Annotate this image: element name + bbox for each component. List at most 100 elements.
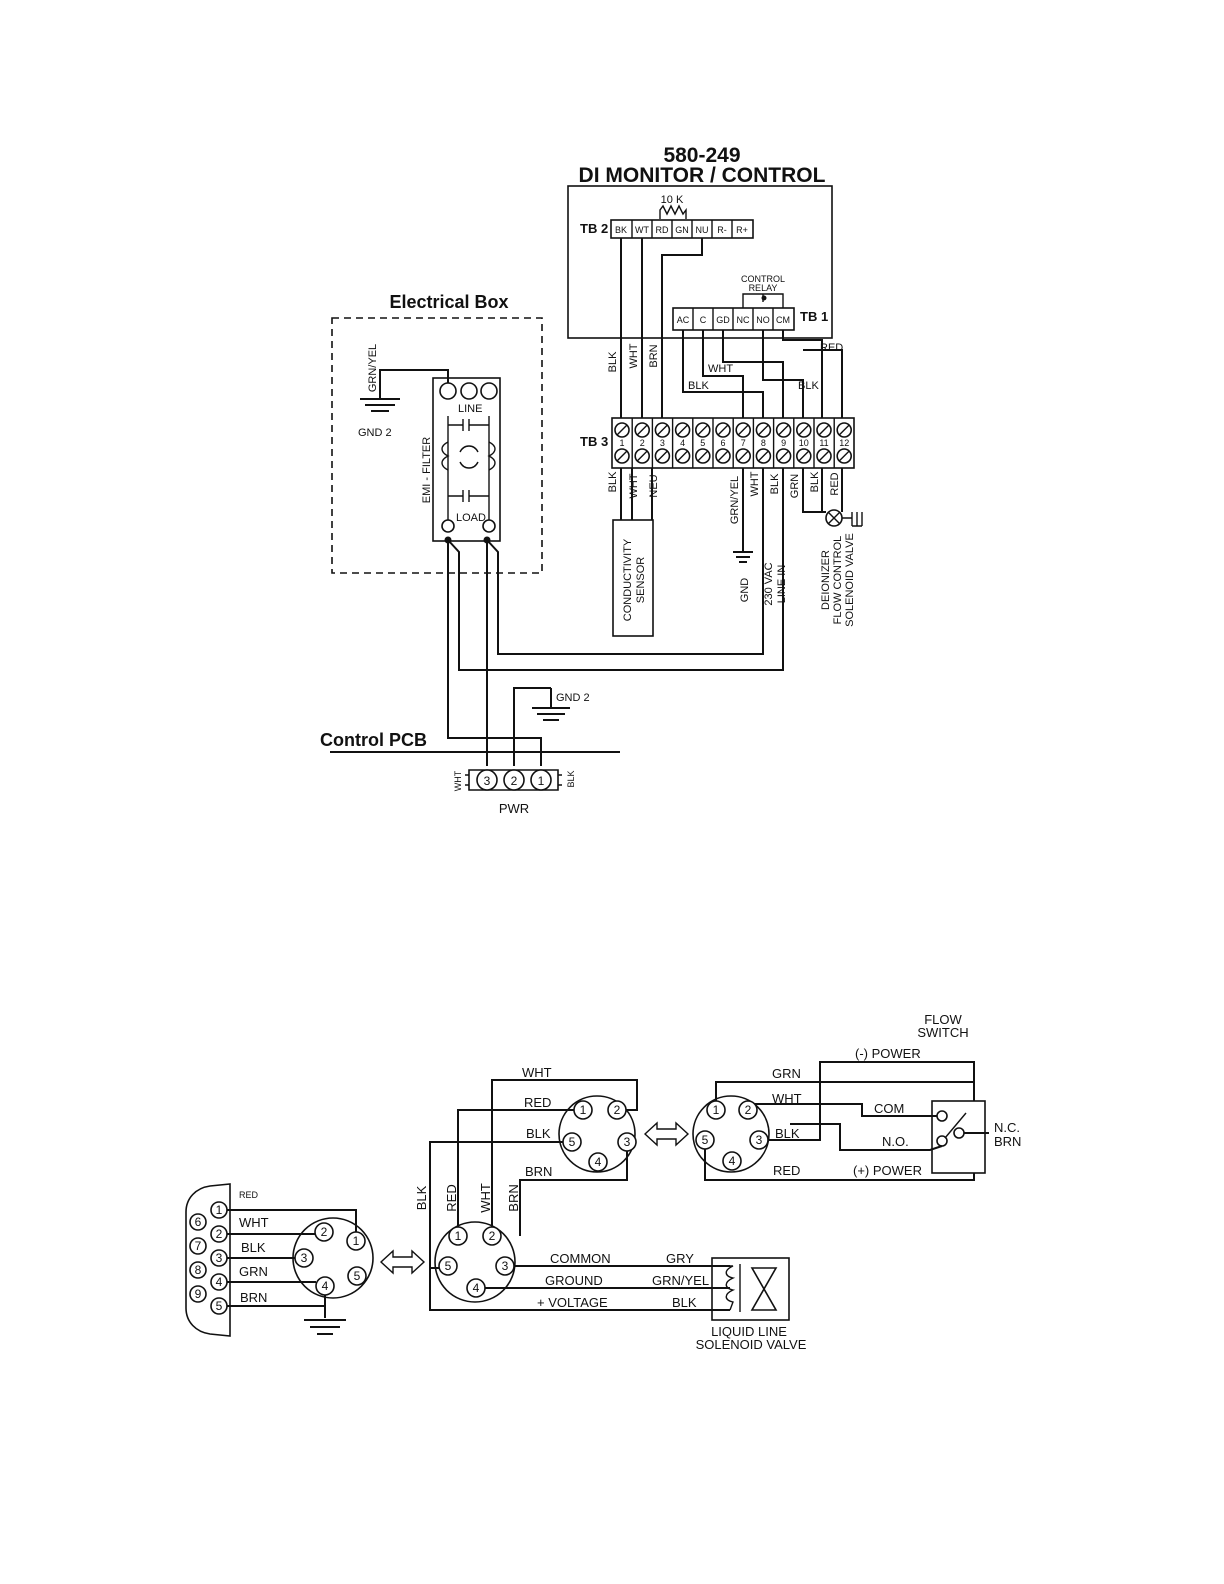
wire-label-blk: BLK — [688, 380, 709, 392]
emi-filter-circuit — [441, 416, 496, 530]
ground-symbol — [304, 1319, 346, 1335]
a-pin: 2 — [614, 1103, 621, 1117]
b-pin: 4 — [729, 1154, 736, 1168]
ground-wire — [379, 369, 449, 398]
nc-label: N.C. — [994, 1120, 1020, 1135]
emi-line-label: LINE — [458, 403, 482, 415]
tb3-terminal: 2 — [640, 438, 645, 448]
valve-label: SOLENOID VALVE — [844, 533, 856, 627]
tb3-lower-wires — [620, 468, 843, 620]
tb3-terminal: 10 — [799, 438, 809, 448]
no-label: N.O. — [882, 1134, 909, 1149]
tb3-screw-slot — [778, 424, 790, 436]
tb3-screw-slot — [656, 450, 668, 462]
pwr-pin: 2 — [511, 774, 518, 788]
tb3-screw-slot — [818, 424, 830, 436]
wire-label-red: RED — [820, 342, 843, 354]
c-pin: 1 — [353, 1234, 360, 1248]
pwr-pin: 1 — [538, 774, 545, 788]
ground-symbol — [532, 688, 570, 721]
wire-label-wht: WHT — [749, 471, 761, 496]
a-wht-label: WHT — [522, 1065, 552, 1080]
tb1-terminal: NC — [737, 315, 750, 325]
relay-label: CONTROL — [741, 274, 785, 284]
tb1-terminal: AC — [677, 315, 690, 325]
bottom-wiring-diagram: FLOW SWITCH N.C. BRN (-) POWER GRN WHT C… — [185, 1012, 1021, 1352]
valve-wires — [429, 1265, 730, 1311]
a-pin: 4 — [595, 1155, 602, 1169]
switch-arm — [944, 1112, 967, 1139]
emi-terminal — [439, 382, 457, 400]
b-blk-label: BLK — [775, 1126, 800, 1141]
tb1-terminal: NO — [756, 315, 770, 325]
tb3-screw-slot — [757, 424, 769, 436]
brn-label: BRN — [994, 1134, 1021, 1149]
conductivity-label: CONDUCTIVITY — [622, 538, 634, 621]
mating-arrow-icon — [379, 1249, 426, 1275]
monitor-title: DI MONITOR / CONTROL — [579, 164, 826, 187]
tb3-terminal: 1 — [619, 438, 624, 448]
pwr-connector — [465, 769, 562, 791]
tb1-terminal: CM — [776, 315, 790, 325]
b-pin: 3 — [756, 1133, 763, 1147]
tb3-screw-slot — [656, 424, 668, 436]
top-wiring-diagram: 580-249 DI MONITOR / CONTROL 10 K TB 2 B… — [320, 144, 863, 816]
c-pin: 3 — [301, 1251, 308, 1265]
db9-to-c-wires — [227, 1209, 357, 1318]
grn-yel-label: GRN/YEL — [367, 344, 379, 392]
emi-filter-box — [432, 377, 501, 542]
conductivity-sensor-box — [612, 519, 654, 637]
tb2-terminal: GN — [675, 225, 689, 235]
liquid-line-valve — [711, 1257, 790, 1321]
tb1-label: TB 1 — [800, 309, 828, 324]
db9-pin: 8 — [195, 1263, 202, 1277]
pwr-label: PWR — [499, 801, 529, 816]
db9-red-label: RED — [239, 1190, 259, 1200]
tb3-screw-slot — [757, 450, 769, 462]
tb3-terminal: 8 — [761, 438, 766, 448]
valve-label: FLOW CONTROL — [832, 536, 844, 625]
c-pin: 5 — [354, 1269, 361, 1283]
com-label: COM — [874, 1101, 904, 1116]
a-red-label: RED — [524, 1095, 551, 1110]
connector-c — [292, 1217, 374, 1299]
di-monitor-box — [567, 185, 833, 339]
tb2-label: TB 2 — [580, 221, 608, 236]
tb3-screw-slot — [838, 450, 850, 462]
db9-pin: 4 — [216, 1275, 223, 1289]
a-pin: 3 — [624, 1135, 631, 1149]
b-grn-label: GRN — [772, 1066, 801, 1081]
db9-pin: 2 — [216, 1227, 223, 1241]
db9-pin: 1 — [216, 1203, 223, 1217]
flow-switch-label: SWITCH — [917, 1025, 968, 1040]
gnd-label: GND — [739, 578, 751, 603]
ground-symbol — [360, 398, 400, 412]
flow-switch-wires — [704, 1061, 975, 1181]
tb3-screw-slot — [778, 450, 790, 462]
db9-blk-label: BLK — [241, 1240, 266, 1255]
tb1-to-tb3-wires — [682, 330, 843, 418]
d-pin: 5 — [445, 1259, 452, 1273]
a-brn-label: BRN — [525, 1164, 552, 1179]
tb3-screw-slot — [737, 450, 749, 462]
pwr-pin: 3 — [484, 774, 491, 788]
tb3-screw-slot — [636, 450, 648, 462]
b-pin: 5 — [702, 1133, 709, 1147]
a-pin: 1 — [580, 1103, 587, 1117]
tb3-terminal: 5 — [700, 438, 705, 448]
relay-pivot — [761, 295, 767, 301]
tb3-screw-slot — [818, 450, 830, 462]
v-blk-label: BLK — [414, 1185, 429, 1210]
flow-switch-label: FLOW — [924, 1012, 962, 1027]
db9-pin: 3 — [216, 1251, 223, 1265]
emi-load-label: LOAD — [456, 512, 486, 524]
tb3-screw-slot — [717, 450, 729, 462]
connector-a — [558, 1095, 637, 1173]
electrical-box-title: Electrical Box — [389, 292, 508, 312]
mating-arrow-icon — [643, 1121, 690, 1147]
tb3-screw-slot — [798, 424, 810, 436]
line-in-label: 230 VAC — [763, 562, 775, 605]
wire-label-blk: BLK — [607, 351, 619, 372]
